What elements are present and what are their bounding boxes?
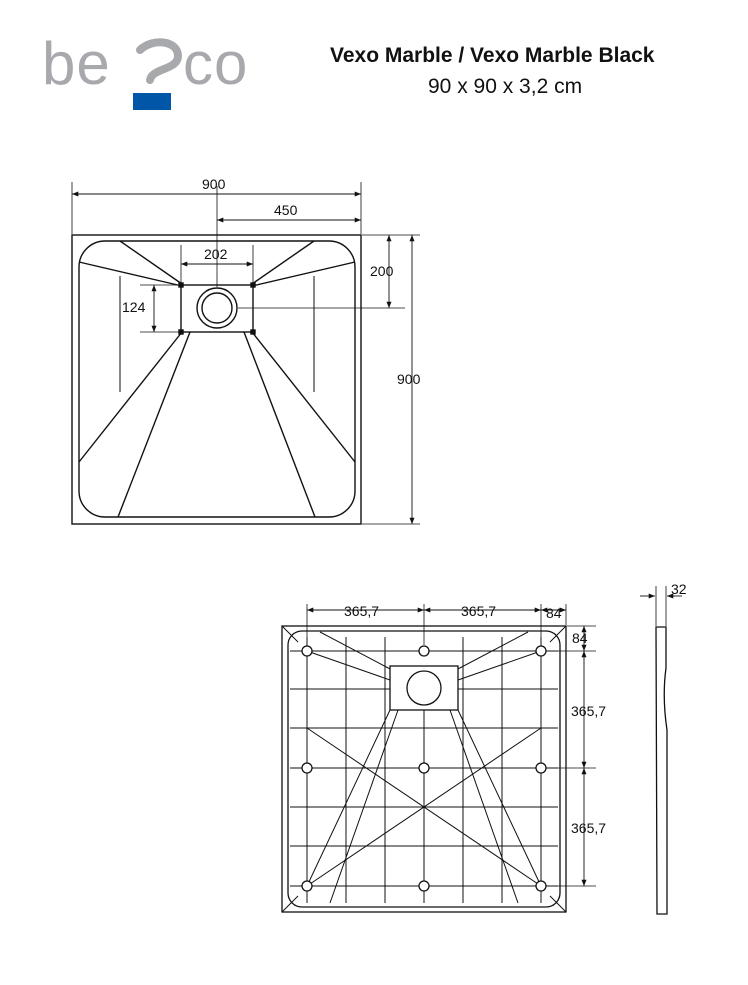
drain-outlet <box>196 287 238 329</box>
logo-text-left: be <box>42 30 111 97</box>
bottom-view-dimensions: 365,7 365,7 84 84 365,7 365,7 <box>344 603 606 836</box>
drain-plate <box>180 284 254 333</box>
side-view <box>640 586 682 915</box>
dim-half-width: 450 <box>274 202 298 218</box>
dim-corner-vertical: 84 <box>572 630 588 646</box>
tray-outer-edge <box>71 234 362 525</box>
product-dimensions: 90 x 90 x 3,2 cm <box>428 75 582 98</box>
top-view <box>71 182 420 525</box>
dim-span-upper: 365,7 <box>571 703 606 719</box>
tray-profile <box>655 626 668 915</box>
dim-height: 900 <box>397 371 421 387</box>
dim-corner-horizontal: 84 <box>546 605 562 621</box>
logo-blue-bar <box>133 93 171 110</box>
dim-width: 900 <box>202 176 226 192</box>
logo-s-glyph <box>136 38 183 84</box>
dim-span-lower: 365,7 <box>571 820 606 836</box>
dim-drain-height: 124 <box>122 299 146 315</box>
dim-span-right: 365,7 <box>461 603 496 619</box>
top-view-dimensions: 900 450 202 124 200 900 <box>122 176 421 387</box>
brand-logo: be co <box>42 30 248 110</box>
dim-drain-offset: 200 <box>370 263 394 279</box>
bottom-view <box>281 604 596 913</box>
dim-span-left: 365,7 <box>344 603 379 619</box>
logo-text-right: co <box>183 30 248 97</box>
product-title: Vexo Marble / Vexo Marble Black <box>330 44 655 67</box>
dim-thickness: 32 <box>671 581 687 597</box>
dim-drain-width: 202 <box>204 246 228 262</box>
support-feet <box>301 645 547 892</box>
